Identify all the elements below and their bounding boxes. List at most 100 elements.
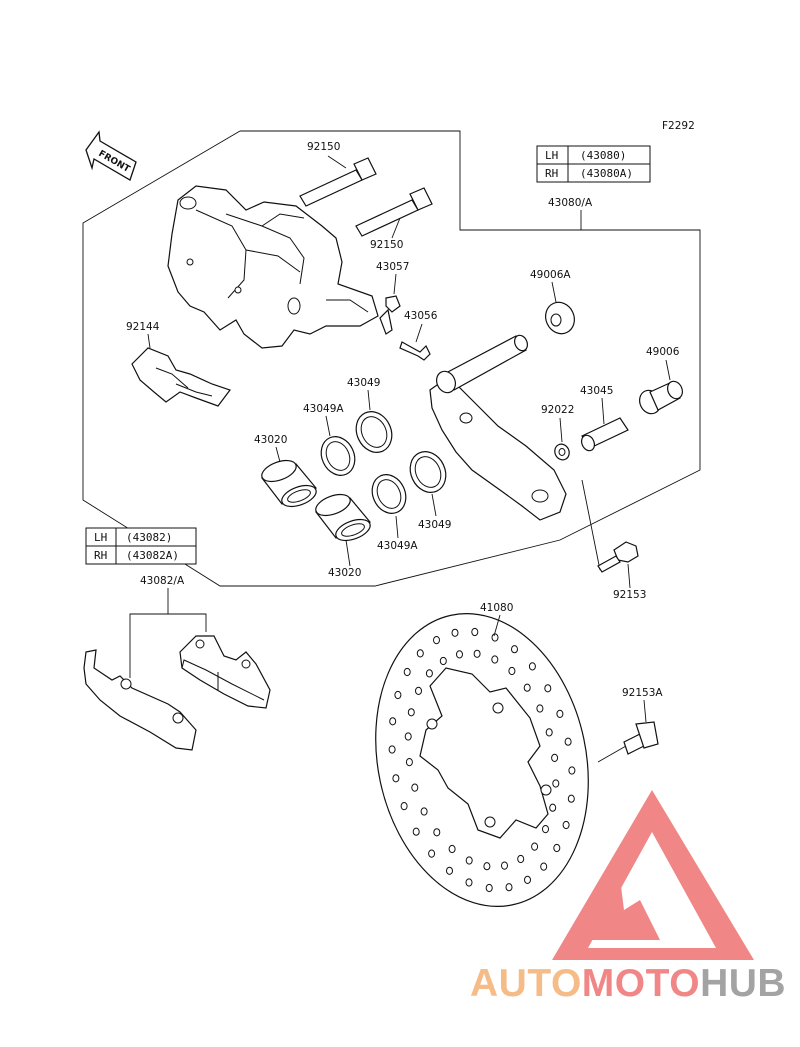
bleeder-valve	[399, 341, 431, 361]
disc-hole	[485, 883, 493, 893]
disc-hole	[511, 645, 518, 654]
bleeder-cap	[379, 295, 401, 335]
pad-spring	[131, 347, 231, 407]
disc-hole	[451, 628, 459, 637]
label-92153: 92153	[613, 589, 646, 601]
brake-pad-left	[83, 649, 197, 751]
label-92144: 92144	[126, 321, 160, 333]
caliper-table-rh-part: (43080A)	[580, 167, 633, 180]
disc-hole	[524, 875, 531, 885]
disc-hole	[433, 636, 440, 645]
caliper-table-rh-side: RH	[545, 167, 558, 180]
caliper-bracket	[429, 334, 567, 521]
disc-hole	[483, 862, 491, 871]
slide-pin-upper	[299, 157, 377, 207]
label-43049A-bottom: 43049A	[377, 540, 418, 552]
disc-hole	[404, 732, 412, 741]
disc-hole	[517, 854, 525, 864]
slide-pin-lower	[355, 187, 433, 237]
disc-hole	[439, 656, 447, 666]
label-43049-bottom: 43049	[418, 519, 451, 531]
disc-hole	[545, 728, 553, 737]
logo-word-moto: MOTO	[582, 962, 700, 1005]
label-49006A: 49006A	[530, 269, 571, 281]
label-43049A-top: 43049A	[303, 403, 344, 415]
disc-hole	[540, 862, 548, 871]
caliper-side-table: LH (43080) RH (43080A)	[536, 145, 651, 183]
caliper-table-lh-side: LH	[545, 149, 558, 162]
pin-boot-49006	[639, 380, 683, 415]
disc-hole	[528, 662, 536, 671]
pad-side-table: LH (43082) RH (43082A)	[85, 527, 197, 565]
label-43020-bottom: 43020	[328, 567, 361, 579]
disc-hole	[553, 843, 561, 853]
disc-hole	[465, 878, 473, 887]
disc-drill-holes	[388, 627, 576, 893]
label-92022: 92022	[541, 404, 574, 416]
disc-hole	[562, 820, 570, 830]
disc-hole	[392, 774, 400, 783]
seal-43049-bottom	[409, 451, 447, 493]
disc-bolt-92153A	[623, 721, 659, 755]
disc-hole	[394, 690, 402, 700]
disc-hole	[428, 849, 436, 858]
disc-hole	[471, 627, 479, 637]
disc-hole	[501, 861, 508, 870]
disc-hole	[400, 802, 408, 811]
disc-hole	[433, 828, 441, 837]
disc-hole	[403, 667, 411, 677]
pin-boot-49006A	[545, 301, 575, 335]
bracket-pin-43045	[580, 417, 629, 452]
automotohub-logo: AUTOMOTOHUB	[470, 790, 786, 1005]
disc-hole	[523, 683, 531, 692]
disc-hole	[473, 649, 481, 658]
disc-hole	[508, 666, 516, 676]
disc-hole	[544, 684, 552, 693]
front-arrow-icon: FRONT	[85, 130, 137, 181]
disc-hole	[388, 745, 396, 754]
label-43057: 43057	[376, 261, 409, 273]
caliper-table-lh-part: (43080)	[580, 149, 626, 162]
disc-hole	[491, 633, 499, 642]
disc-hole	[556, 709, 564, 719]
caliper-body	[167, 185, 379, 349]
washer-92022	[554, 443, 570, 461]
svg-text:AUTOMOTOHUB: AUTOMOTOHUB	[470, 962, 786, 1005]
disc-hole	[415, 686, 422, 696]
disc-hole	[564, 737, 572, 746]
brake-disc	[375, 613, 589, 907]
logo-word-hub: HUB	[700, 962, 786, 1005]
brake-pad-right	[179, 635, 271, 709]
pad-table-rh-side: RH	[94, 549, 107, 562]
pad-table-lh-part: (43082)	[126, 531, 172, 544]
disc-hole	[505, 883, 513, 892]
disc-hole	[425, 669, 433, 678]
label-43020-left: 43020	[254, 434, 287, 446]
disc-hole	[389, 717, 397, 726]
disc-hole	[448, 844, 456, 854]
disc-hole	[412, 827, 420, 836]
piston-left	[261, 459, 317, 508]
disc-hole	[531, 842, 539, 851]
caliper-assembly-outline	[82, 130, 701, 587]
disc-hole	[551, 753, 559, 763]
disc-hole	[465, 856, 473, 865]
label-43049-top: 43049	[347, 377, 380, 389]
disc-hole	[567, 794, 575, 803]
label-43045: 43045	[580, 385, 613, 397]
label-43056: 43056	[404, 310, 438, 322]
disc-hole	[552, 779, 560, 788]
disc-hole	[446, 866, 453, 875]
seal-43049A-top	[320, 436, 356, 476]
disc-hole	[536, 704, 544, 713]
label-92150-top: 92150	[307, 141, 340, 153]
label-92150-bottom: 92150	[370, 239, 403, 251]
disc-hole	[407, 708, 415, 717]
seal-43049-top	[355, 411, 393, 453]
disc-hole	[491, 655, 499, 664]
disc-hole	[568, 766, 576, 775]
disc-hole	[416, 649, 424, 658]
disc-hole	[420, 807, 428, 816]
disc-hole	[456, 650, 463, 659]
